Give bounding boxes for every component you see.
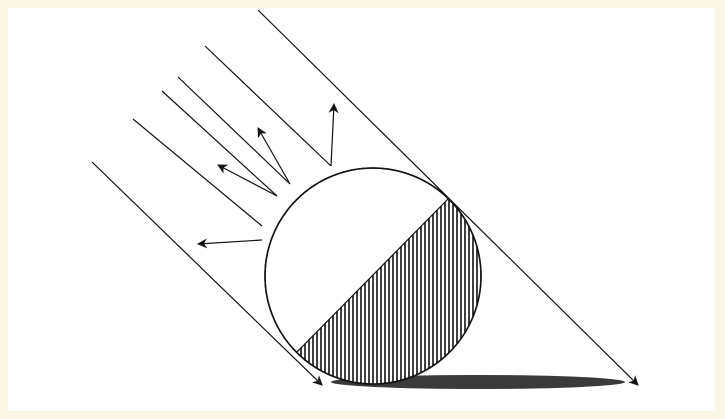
reflected-ray-arrow — [198, 240, 262, 244]
incident-ray — [133, 119, 262, 226]
incident-ray — [162, 91, 277, 196]
reflected-ray-arrow — [258, 128, 290, 184]
reflected-ray-arrow — [331, 104, 334, 166]
incident-ray — [178, 77, 290, 184]
